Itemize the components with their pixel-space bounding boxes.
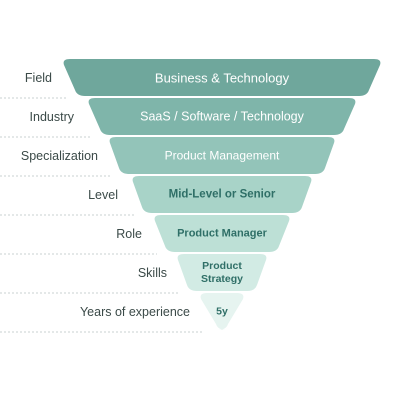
funnel-tier (154, 215, 290, 252)
row-label: Skills (137, 265, 167, 280)
row-label: Field (24, 70, 52, 85)
funnel-tier-value: Business & Technology (154, 70, 290, 85)
funnel-tier (177, 254, 267, 291)
funnel-tier-value: SaaS / Software / Technology (140, 109, 304, 123)
funnel-tier (88, 98, 356, 135)
funnel-tier (132, 176, 312, 213)
row-label: Role (116, 226, 142, 241)
funnel-tier (109, 137, 335, 174)
funnel-tier-value: Product Manager (177, 227, 267, 239)
row-label: Level (88, 187, 118, 202)
funnel-tier-value: Product Management (164, 148, 280, 162)
row-label: Years of experience (79, 304, 190, 319)
funnel-tier (63, 59, 381, 96)
row-label: Specialization (20, 148, 98, 163)
row-label: Industry (29, 109, 74, 124)
funnel-tier-value: Mid-Level or Senior (168, 188, 276, 200)
funnel-tier-value: 5y (216, 305, 228, 317)
funnel-tier (200, 293, 244, 330)
